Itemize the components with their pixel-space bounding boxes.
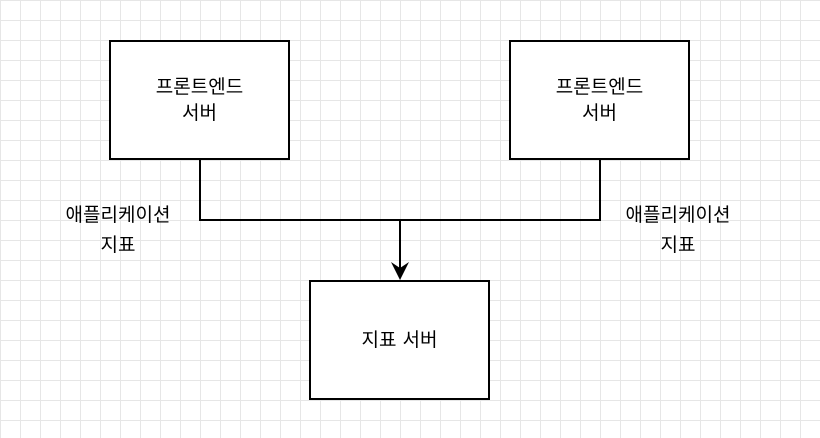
frontend-server-left-node[interactable]: 프론트엔드 서버 xyxy=(109,40,290,160)
edge-label-right[interactable]: 애플리케이션 지표 xyxy=(625,204,731,256)
metrics-server-label: 지표 서버 xyxy=(361,329,438,351)
metrics-server-node[interactable]: 지표 서버 xyxy=(309,280,490,400)
edge-left-connector[interactable] xyxy=(199,160,400,221)
edge-label-left[interactable]: 애플리케이션 지표 xyxy=(65,204,171,256)
frontend-server-left-label: 프론트엔드 서버 xyxy=(155,76,244,124)
frontend-server-right-node[interactable]: 프론트엔드 서버 xyxy=(509,40,690,160)
frontend-server-right-label: 프론트엔드 서버 xyxy=(555,76,644,124)
arrowhead-icon xyxy=(391,262,409,280)
edge-right-connector[interactable] xyxy=(400,160,601,221)
